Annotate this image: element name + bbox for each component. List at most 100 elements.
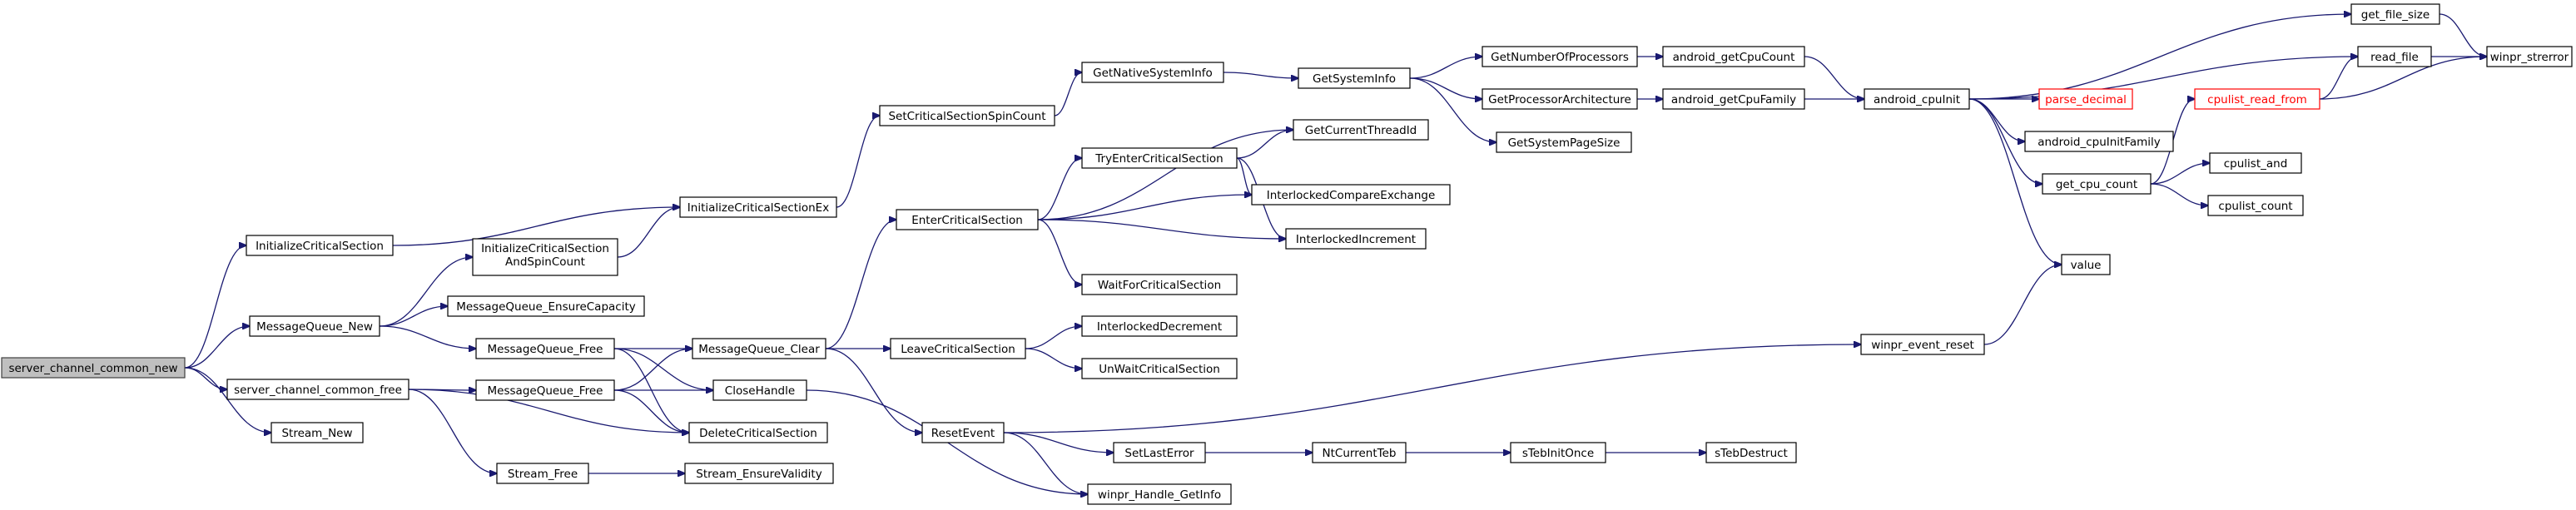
node-label: MessageQueue_Clear <box>698 343 820 356</box>
node-resetevent[interactable]: ResetEvent <box>921 422 1005 443</box>
node-label: android_cpuInit <box>1874 93 1960 106</box>
edge-server-channel-common-free-to-deletecriticalsection <box>408 389 689 433</box>
edge-server-channel-common-new-to-messagequeue-new <box>184 326 250 369</box>
node-label: sTebDestruct <box>1715 447 1788 460</box>
node-getsysteminfo[interactable]: GetSystemInfo <box>1298 67 1411 89</box>
node-cpulist-and[interactable]: cpulist_and <box>2209 152 2302 174</box>
node-label: LeaveCriticalSection <box>901 343 1015 356</box>
node-label: MessageQueue_EnsureCapacity <box>456 300 636 314</box>
node-unwaitcriticalsection[interactable]: UnWaitCriticalSection <box>1081 358 1238 379</box>
node-box <box>1251 184 1451 205</box>
edge-leavecriticalsection-to-unwaitcriticalsection <box>1025 348 1082 369</box>
node-closehandle[interactable]: CloseHandle <box>712 379 807 401</box>
node-getsystempagesize[interactable]: GetSystemPageSize <box>1496 131 1632 153</box>
node-get-cpu-count[interactable]: get_cpu_count <box>2042 173 2152 195</box>
node-getnumberofprocessors[interactable]: GetNumberOfProcessors <box>1482 46 1638 67</box>
node-box <box>2061 254 2111 275</box>
node-box <box>1087 483 1232 505</box>
node-box <box>1312 442 1407 463</box>
node-cpulist-read-from[interactable]: cpulist_read_from <box>2194 88 2320 110</box>
node-interlockedcompareexchange[interactable]: InterlockedCompareExchange <box>1251 184 1451 205</box>
node-box <box>1860 334 1985 355</box>
node-parse-decimal[interactable]: parse_decimal <box>2038 88 2133 110</box>
node-box <box>2194 88 2320 110</box>
node-messagequeue-free-2[interactable]: MessageQueue_Free <box>475 379 615 401</box>
node-label: cpulist_and <box>2224 157 2288 171</box>
node-server-channel-common-new[interactable]: server_channel_common_new <box>1 357 186 379</box>
node-initializecriticalsectionex[interactable]: InitializeCriticalSectionEx <box>679 196 837 218</box>
node-box <box>1496 131 1632 153</box>
node-waitforcriticalsection[interactable]: WaitForCriticalSection <box>1081 274 1238 295</box>
node-android-getcpucount[interactable]: android_getCpuCount <box>1662 46 1805 67</box>
node-box <box>1864 88 1970 110</box>
node-stebinitonce[interactable]: sTebInitOnce <box>1510 442 1606 463</box>
edge-android-cpuinit-to-value <box>1968 98 2062 265</box>
node-label-line: InitializeCriticalSection <box>481 242 609 255</box>
node-box <box>475 379 615 401</box>
node-label: android_getCpuCount <box>1673 51 1795 64</box>
edge-entercriticalsection-to-tryentercriticalsection <box>1037 158 1082 220</box>
node-setlasterror[interactable]: SetLastError <box>1113 442 1206 463</box>
node-box <box>1081 147 1238 169</box>
edge-messagequeue-new-to-messagequeue-ensurecapacity <box>379 306 448 327</box>
node-box <box>712 379 807 401</box>
node-label: MessageQueue_Free <box>488 384 603 398</box>
node-winpr-event-reset[interactable]: winpr_event_reset <box>1860 334 1985 355</box>
node-getprocessorarchitecture[interactable]: GetProcessorArchitecture <box>1482 88 1638 110</box>
node-messagequeue-free-1[interactable]: MessageQueue_Free <box>475 338 615 359</box>
node-winpr-handle-getinfo[interactable]: winpr_Handle_GetInfo <box>1087 483 1232 505</box>
node-server-channel-common-free[interactable]: server_channel_common_free <box>226 379 409 400</box>
node-stebdestruct[interactable]: sTebDestruct <box>1705 442 1797 463</box>
node-read-file[interactable]: read_file <box>2357 46 2432 67</box>
node-box <box>879 105 1055 126</box>
node-label: GetNativeSystemInfo <box>1093 67 1213 80</box>
node-interlockedincrement[interactable]: InterlockedIncrement <box>1285 228 1427 250</box>
node-initializecriticalsection[interactable]: InitializeCriticalSection <box>246 235 394 256</box>
node-stream-new[interactable]: Stream_New <box>271 422 364 443</box>
node-winpr-strerror[interactable]: winpr_strerror <box>2486 46 2573 67</box>
node-get-file-size[interactable]: get_file_size <box>2350 3 2440 25</box>
node-messagequeue-ensurecapacity[interactable]: MessageQueue_EnsureCapacity <box>447 295 645 317</box>
node-box <box>921 422 1005 443</box>
node-label: winpr_event_reset <box>1871 339 1974 352</box>
node-label: value <box>2071 259 2102 272</box>
node-value[interactable]: value <box>2061 254 2111 275</box>
node-getcurrentthreadid[interactable]: GetCurrentThreadId <box>1293 119 1429 141</box>
edge-get-file-size-to-winpr-strerror <box>2439 13 2487 57</box>
edge-leavecriticalsection-to-interlockeddecrement <box>1025 326 1082 349</box>
node-box <box>246 235 394 256</box>
node-box <box>271 422 364 443</box>
edge-entercriticalsection-to-interlockedcompareexchange <box>1037 195 1252 220</box>
edge-messagequeue-clear-to-entercriticalsection <box>825 220 896 349</box>
node-deletecriticalsection[interactable]: DeleteCriticalSection <box>688 422 828 443</box>
node-box <box>1081 62 1224 83</box>
node-setcriticalsectionspincount[interactable]: SetCriticalSectionSpinCount <box>879 105 1055 126</box>
node-label: EnterCriticalSection <box>911 214 1023 227</box>
node-label: SetCriticalSectionSpinCount <box>888 110 1045 123</box>
node-label: GetSystemPageSize <box>1508 136 1621 150</box>
node-android-getcpufamily[interactable]: android_getCpuFamily <box>1662 88 1805 110</box>
node-stream-ensurevalidity[interactable]: Stream_EnsureValidity <box>684 463 834 484</box>
node-label: parse_decimal <box>2045 93 2127 106</box>
edge-initializecriticalsectionandspincount-to-initializecriticalsectionex <box>617 207 680 258</box>
node-tryentercriticalsection[interactable]: TryEnterCriticalSection <box>1081 147 1238 169</box>
edge-server-channel-common-new-to-initializecriticalsection <box>184 245 246 369</box>
node-interlockeddecrement[interactable]: InterlockedDecrement <box>1081 315 1238 337</box>
node-getnativesysteminfo[interactable]: GetNativeSystemInfo <box>1081 62 1224 83</box>
node-cpulist-count[interactable]: cpulist_count <box>2207 195 2304 216</box>
node-messagequeue-new[interactable]: MessageQueue_New <box>249 315 380 337</box>
node-box <box>1482 46 1638 67</box>
node-layer: server_channel_common_new InitializeCriti… <box>1 3 2573 505</box>
node-stream-free[interactable]: Stream_Free <box>496 463 589 484</box>
node-label: android_getCpuFamily <box>1671 93 1796 106</box>
node-leavecriticalsection[interactable]: LeaveCriticalSection <box>890 338 1026 359</box>
node-messagequeue-clear[interactable]: MessageQueue_Clear <box>692 338 826 359</box>
node-android-cpuinit[interactable]: android_cpuInit <box>1864 88 1970 110</box>
edge-resetevent-to-winpr-handle-getinfo <box>1003 432 1088 494</box>
edge-entercriticalsection-to-interlockedincrement <box>1037 219 1286 239</box>
node-entercriticalsection[interactable]: EnterCriticalSection <box>896 209 1039 230</box>
node-label: winpr_Handle_GetInfo <box>1098 488 1221 502</box>
node-android-cpuinitfamily[interactable]: android_cpuInitFamily <box>2024 131 2174 152</box>
node-ntcurrentteb[interactable]: NtCurrentTeb <box>1312 442 1407 463</box>
